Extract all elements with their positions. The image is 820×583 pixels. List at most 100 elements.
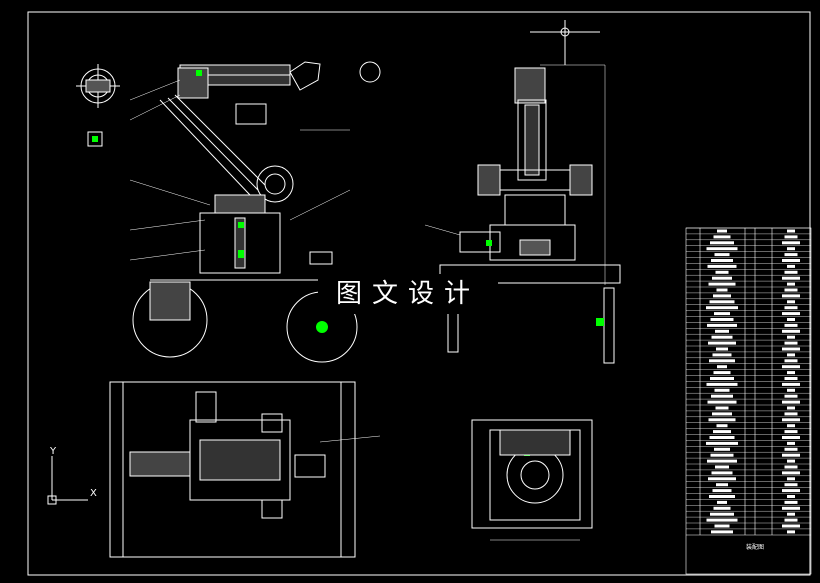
- table-row-text-block: [784, 306, 798, 310]
- table-row-text-block: [716, 424, 728, 428]
- table-row-text-block: [782, 471, 800, 475]
- table-row-text-block: [709, 495, 735, 498]
- title-block-label: 装配图: [746, 544, 765, 551]
- table-row-text-block: [712, 276, 732, 280]
- table-row-text-block: [787, 264, 795, 268]
- table-row-text-block: [782, 489, 800, 493]
- table-row-text-block: [784, 412, 798, 416]
- table-row-text-block: [784, 483, 798, 487]
- table-row-text-block: [787, 353, 795, 357]
- table-row-text-block: [714, 524, 730, 528]
- table-row-text-block: [713, 430, 731, 434]
- table-row-text-block: [787, 371, 795, 375]
- table-row-text-block: [787, 459, 795, 463]
- table-row-text-block: [707, 323, 737, 327]
- table-row-text-block: [782, 418, 800, 422]
- table-row-text-block: [782, 347, 800, 351]
- table-row-text-block: [787, 424, 795, 428]
- table-row-text-block: [782, 524, 800, 528]
- table-row-text-block: [784, 430, 798, 434]
- table-row-text-block: [787, 229, 795, 233]
- table-row-text-block: [708, 477, 736, 481]
- table-row-text-block: [784, 323, 798, 327]
- table-row-text-block: [714, 253, 730, 257]
- table-row-text-block: [710, 377, 734, 380]
- table-row-text-block: [708, 282, 736, 286]
- table-row-text-block: [787, 335, 795, 339]
- table-row-text-block: [787, 388, 795, 392]
- table-row-text-block: [787, 512, 795, 516]
- table-row-text-block: [784, 518, 798, 522]
- top-view: [109, 381, 381, 558]
- table-row-text-block: [706, 382, 738, 386]
- table-row-text-block: [716, 347, 728, 351]
- table-row-text-block: [706, 518, 738, 522]
- ucs-y-label: Y: [50, 446, 57, 457]
- table-row-text-block: [782, 294, 800, 298]
- table-row-text-block: [782, 276, 800, 280]
- table-row-text-block: [708, 418, 736, 422]
- table-row-text-block: [707, 264, 737, 268]
- table-row-text-block: [716, 288, 728, 292]
- table-row-text-block: [787, 318, 795, 321]
- parts-list-rows: [686, 227, 811, 534]
- table-row-text-block: [787, 406, 795, 410]
- table-row-text-block: [784, 500, 798, 504]
- base-plan-view: [471, 419, 593, 541]
- table-row-text-block: [784, 253, 798, 257]
- table-row-text-block: [715, 329, 729, 333]
- table-row-text-block: [714, 312, 730, 316]
- side-view: [76, 61, 381, 363]
- table-row-text-block: [784, 359, 798, 363]
- table-row-text-block: [715, 270, 729, 274]
- table-row-text-block: [717, 365, 727, 369]
- table-row-text-block: [710, 453, 734, 457]
- table-row-text-block: [710, 512, 734, 516]
- table-row-text-block: [708, 341, 736, 345]
- table-row-text-block: [787, 495, 795, 498]
- table-row-text-block: [712, 489, 732, 493]
- table-row-text-block: [713, 506, 731, 510]
- table-row-text-block: [784, 235, 798, 239]
- table-row-text-block: [782, 259, 800, 262]
- table-row-text-block: [713, 371, 731, 375]
- ucs-x-label: X: [90, 488, 97, 499]
- table-row-text-block: [713, 294, 731, 298]
- table-row-text-block: [712, 412, 732, 416]
- table-row-text-block: [713, 235, 731, 239]
- table-row-text-block: [710, 241, 734, 245]
- table-row-text-block: [711, 259, 733, 262]
- table-row-text-block: [787, 300, 795, 304]
- watermark-text: 图文设计: [318, 274, 498, 314]
- table-row-text-block: [716, 483, 728, 487]
- table-row-text-block: [717, 500, 727, 504]
- table-row-text-block: [787, 477, 795, 481]
- table-row-text-block: [706, 441, 738, 445]
- table-row-text-block: [782, 506, 800, 510]
- table-row-text-block: [784, 377, 798, 380]
- table-row-text-block: [707, 459, 737, 463]
- table-row-text-block: [784, 447, 798, 451]
- table-row-text-block: [784, 270, 798, 274]
- table-row-text-block: [715, 406, 729, 410]
- table-row-text-block: [782, 312, 800, 316]
- table-row-text-block: [710, 318, 734, 321]
- table-row-text-block: [787, 247, 795, 251]
- table-row-text-block: [782, 400, 800, 404]
- table-row-text-block: [709, 300, 735, 304]
- table-row-text-block: [706, 247, 738, 251]
- table-row-text-block: [784, 394, 798, 398]
- table-row-text-block: [787, 282, 795, 286]
- table-row-text-block: [711, 394, 733, 398]
- table-row-text-block: [709, 359, 735, 363]
- table-row-text-block: [782, 241, 800, 245]
- table-row-text-block: [711, 530, 733, 534]
- table-row-text-block: [717, 229, 727, 233]
- table-row-text-block: [714, 388, 730, 392]
- table-row-text-block: [715, 465, 729, 469]
- table-row-text-block: [712, 353, 732, 357]
- table-row-text-block: [784, 341, 798, 345]
- table-row-text-block: [787, 530, 795, 534]
- table-row-text-block: [782, 453, 800, 457]
